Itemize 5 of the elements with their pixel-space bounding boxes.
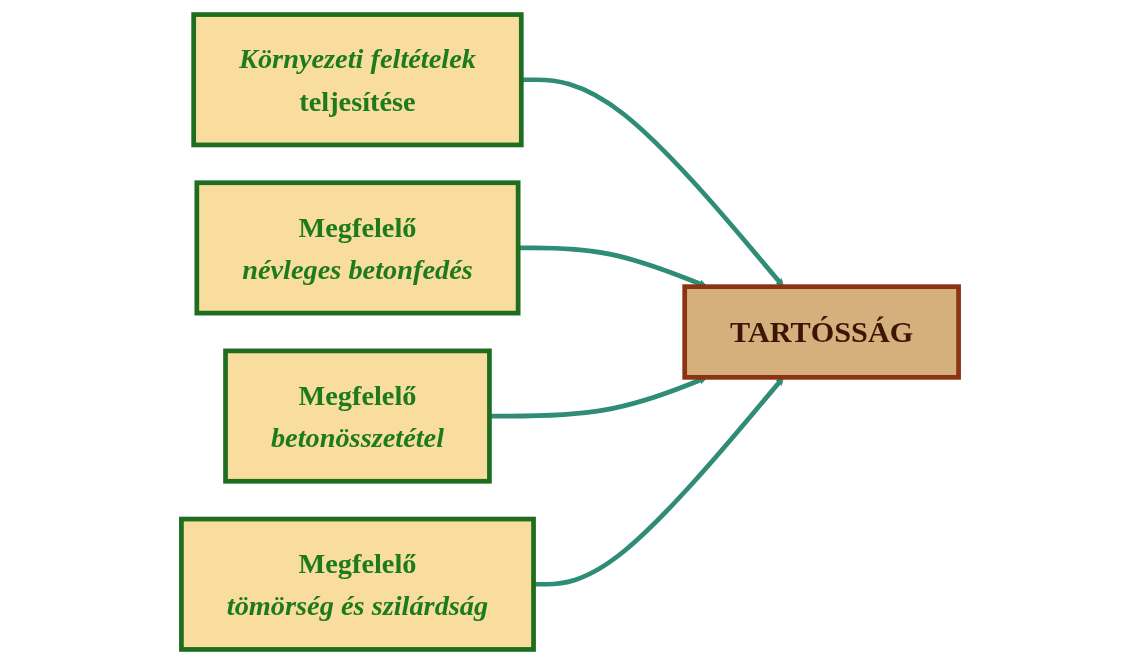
node-box: Környezeti feltételek teljesítése — [190, 12, 524, 148]
node-box: Megfelelő tömörség és szilárdság — [178, 516, 536, 652]
node-box: Megfelelő betonösszetétel — [222, 348, 492, 484]
node-box: TARTÓSSÁG — [681, 284, 961, 380]
node-box: Megfelelő névleges betonfedés — [193, 180, 520, 316]
